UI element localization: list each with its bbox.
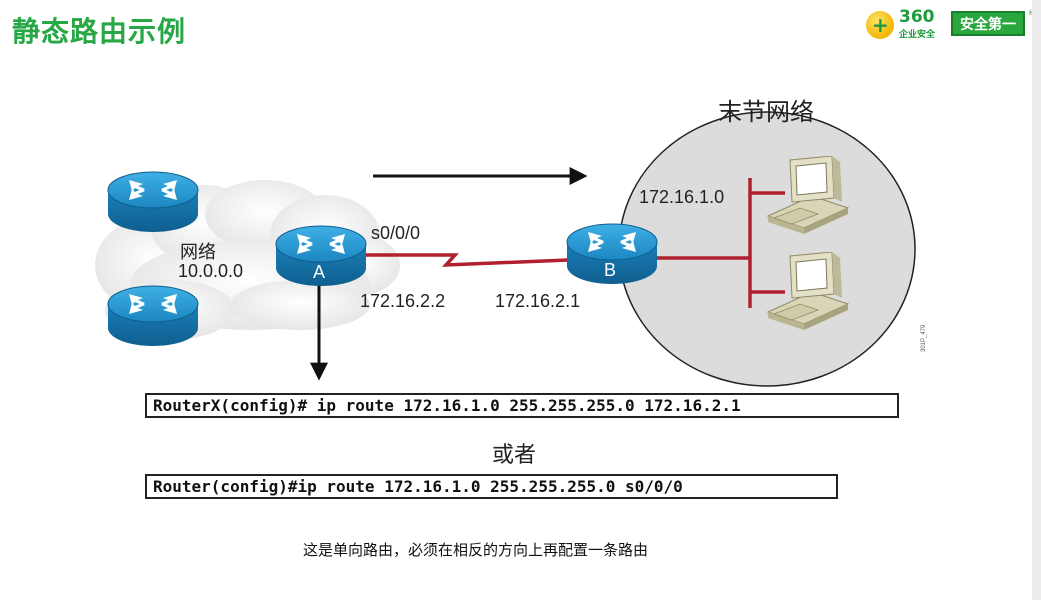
stub-network-label: 末节网络 (718, 98, 814, 126)
note-text: 这是单向路由，必须在相反的方向上再配置一条路由 (303, 541, 649, 559)
network-address: 10.0.0.0 (178, 261, 244, 281)
logo-registered-mark: ® (1028, 9, 1035, 17)
page-title: 静态路由示例 (12, 15, 187, 48)
figure-code: 301P_479 (921, 324, 927, 352)
logo-ball-icon: + (866, 11, 894, 39)
command-box-1: RouterX(config)# ip route 172.16.1.0 255… (145, 393, 899, 418)
or-label: 或者 (492, 443, 537, 468)
interface-label: s0/0/0 (371, 223, 421, 243)
router-a-label: A (313, 262, 326, 282)
command-box-2: Router(config)#ip route 172.16.1.0 255.2… (145, 474, 838, 499)
network-label: 网络 (180, 242, 216, 263)
ip-router-a: 172.16.2.2 (360, 291, 446, 311)
logo-subtitle: 企业安全 (899, 30, 936, 40)
router-b-label: B (604, 260, 617, 280)
stub-network-area (618, 111, 916, 387)
logo-number: 360 (899, 7, 935, 27)
ip-router-b: 172.16.2.1 (495, 291, 581, 311)
lan-address: 172.16.1.0 (639, 187, 725, 207)
cloud-router-top-icon (107, 171, 199, 233)
cloud-router-bottom-icon (107, 285, 199, 347)
vertical-scrollbar[interactable] (1032, 0, 1041, 600)
serial-link (362, 253, 569, 267)
logo-badge: 安全第一 (951, 11, 1025, 36)
